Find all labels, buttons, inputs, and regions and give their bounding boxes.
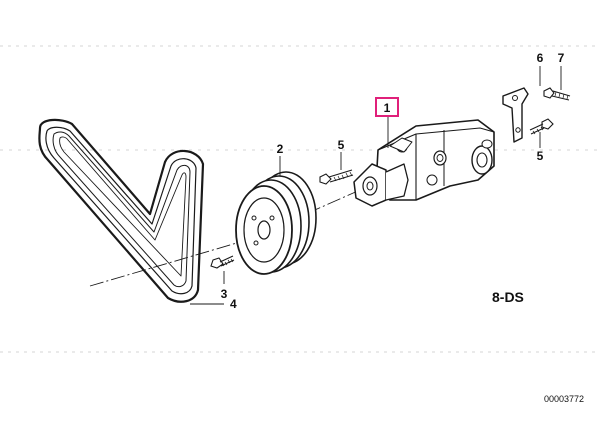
bracket-6 [502,87,529,143]
document-number: 00003772 [544,394,584,404]
callout-3-label[interactable]: 3 [221,287,228,301]
callout-6-label[interactable]: 6 [537,51,544,65]
callout-5-left-label[interactable]: 5 [338,138,345,152]
callout-5-right-label[interactable]: 5 [537,149,544,163]
bolt-3 [210,255,235,269]
callout-2-label[interactable]: 2 [277,142,284,156]
drive-belt [38,118,205,303]
callout-1-highlight-box [375,97,399,117]
section-code: 8-DS [492,289,524,305]
bolt-5-right [529,118,554,135]
callout-7-label[interactable]: 7 [558,51,565,65]
pulley [235,171,317,275]
power-steering-pump [353,119,495,207]
bolt-7 [543,87,571,101]
scan-artifact [0,45,600,353]
callout-1-label: 1 [384,101,391,115]
callout-1[interactable]: 1 [375,97,399,117]
bolt-5-left [319,169,354,185]
leader-lines [190,66,562,305]
axis-line [89,189,361,287]
callout-4-label[interactable]: 4 [230,297,237,311]
